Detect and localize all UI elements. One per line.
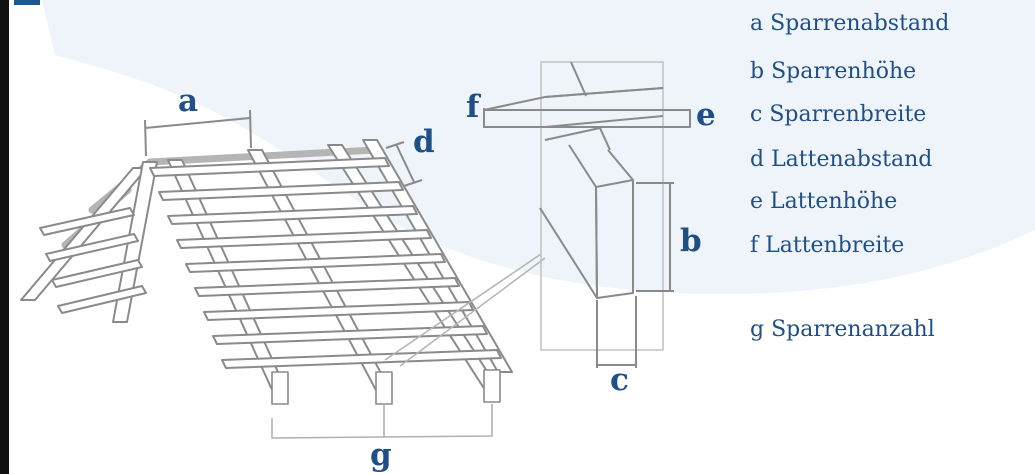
roof-framing bbox=[20, 139, 513, 405]
legend-item: g Sparrenanzahl bbox=[750, 317, 935, 342]
dim-d-bottom-tick bbox=[403, 179, 423, 187]
legend-item: f Lattenbreite bbox=[750, 233, 905, 258]
label-d: d bbox=[413, 124, 435, 160]
gable-lath bbox=[39, 207, 135, 236]
label-c: c bbox=[610, 362, 629, 398]
label-g: g bbox=[370, 437, 392, 473]
detail-view bbox=[483, 61, 691, 368]
roof-lath bbox=[149, 157, 390, 177]
legend-item: a Sparrenabstand bbox=[750, 11, 950, 36]
roof-lath bbox=[203, 301, 474, 321]
roof-lath bbox=[212, 325, 488, 345]
top-accent-mark bbox=[14, 0, 40, 5]
lath-skew-lower bbox=[544, 115, 664, 128]
dim-a-left-tick bbox=[144, 119, 147, 157]
left-edge-border bbox=[0, 0, 9, 474]
legend-item: d Lattenabstand bbox=[750, 147, 933, 172]
background-curve-shape bbox=[42, 0, 1035, 295]
dim-g-bracket bbox=[271, 404, 493, 439]
label-e: e bbox=[696, 97, 716, 133]
dimension-g bbox=[271, 404, 493, 439]
label-a: a bbox=[178, 83, 199, 119]
legend-item: e Lattenhöhe bbox=[750, 189, 898, 214]
dimension-lines bbox=[144, 109, 423, 187]
rafter-ends bbox=[271, 369, 501, 405]
dim-a-line bbox=[144, 117, 251, 129]
detail-frame bbox=[540, 61, 664, 351]
legend-item: c Sparrenbreite bbox=[750, 102, 927, 127]
lath-skew-upper bbox=[544, 87, 664, 98]
dim-d-line bbox=[395, 143, 415, 183]
rafter-upper-piece bbox=[544, 61, 611, 151]
label-f: f bbox=[466, 89, 480, 125]
legend-item: b Sparrenhöhe bbox=[750, 59, 917, 84]
roof-lath bbox=[158, 181, 404, 201]
gable-lath bbox=[51, 259, 143, 288]
roof-lath bbox=[167, 205, 418, 225]
roof-laths bbox=[39, 157, 502, 369]
rafter-block-top-edge bbox=[607, 149, 634, 181]
gable-lath bbox=[45, 233, 139, 262]
roof-lath bbox=[221, 349, 502, 369]
roof-lath bbox=[185, 253, 446, 273]
dim-d-top-tick bbox=[385, 141, 405, 149]
label-b: b bbox=[680, 223, 702, 259]
gable-lath bbox=[57, 285, 147, 314]
roof-lath bbox=[176, 229, 432, 249]
rafter-block-front bbox=[595, 179, 634, 299]
dim-a-right-tick bbox=[249, 109, 252, 149]
roof-lath bbox=[194, 277, 460, 297]
detail-callout-lines bbox=[384, 253, 546, 367]
